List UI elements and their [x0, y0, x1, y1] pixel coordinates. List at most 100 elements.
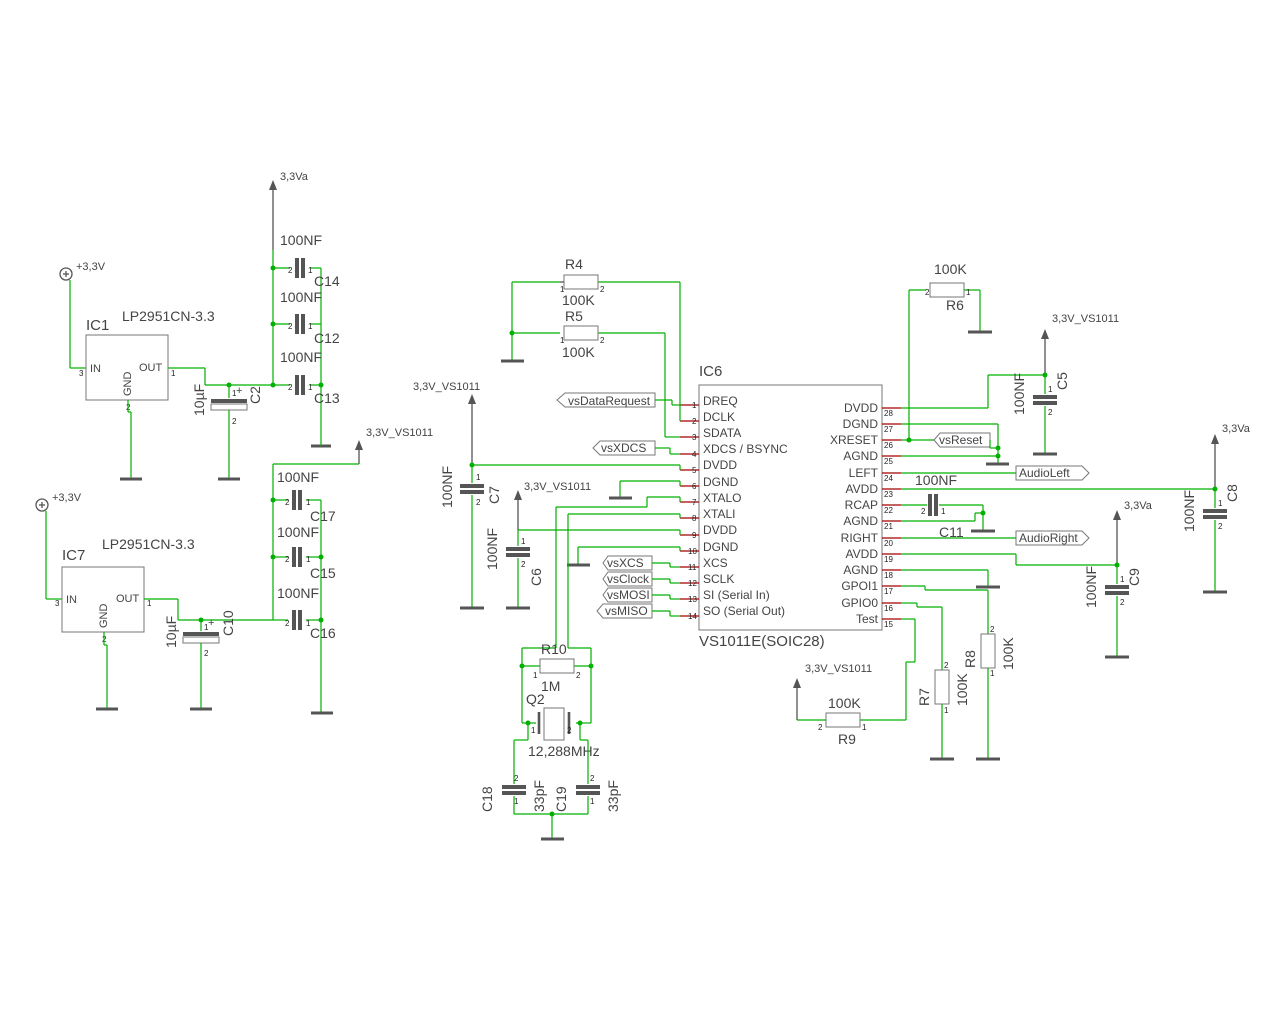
ic7-num-in: 3	[55, 599, 60, 608]
c12-name: C12	[314, 330, 340, 346]
svg-text:1: 1	[306, 555, 311, 564]
c6-name: C6	[528, 568, 544, 586]
ic1-pin-gnd: GND	[122, 372, 134, 397]
c12-value: 100NF	[280, 289, 322, 305]
c2-value: 10µF	[191, 384, 207, 416]
c9-value: 100NF	[1083, 566, 1099, 608]
ic6-pin-num-1: 1	[692, 401, 697, 410]
ic6-pin-num-6: 6	[692, 482, 697, 491]
c19-name: C19	[553, 786, 569, 812]
svg-text:2: 2	[204, 649, 209, 658]
ic1-num-out: 1	[171, 369, 176, 378]
decoupling-c6: 3,3V_VS1011 12 100NF C6	[484, 481, 681, 610]
ic6-pin-label-3: SDATA	[703, 426, 741, 440]
svg-text:2: 2	[288, 322, 293, 331]
ic6-pin-label-16: GPIO0	[841, 596, 878, 610]
r10-value: 1M	[541, 678, 560, 694]
svg-text:1: 1	[514, 797, 519, 806]
ic6-name: IC6	[699, 363, 722, 380]
r5-value: 100K	[562, 344, 595, 360]
c13-name: C13	[314, 390, 340, 406]
ic6-pin-label-13: SI (Serial In)	[703, 588, 770, 602]
c18-value: 33pF	[531, 780, 547, 812]
svg-text:1: 1	[966, 288, 971, 297]
svg-text:2: 2	[1120, 598, 1125, 607]
net-flag-vsclock: vsClock	[602, 571, 680, 587]
supply-label-ic1-in: +3,3V	[76, 261, 106, 273]
r5-name: R5	[565, 308, 583, 324]
net-label-audioright: AudioRight	[1019, 531, 1078, 545]
ic6-pin-num-25: 25	[884, 457, 893, 466]
ic6-pin-label-1: DREQ	[703, 394, 738, 408]
ic6-pin-num-28: 28	[884, 409, 893, 418]
svg-text:2: 2	[476, 498, 481, 507]
ic6-pin-label-23: AVDD	[846, 482, 879, 496]
svg-text:1: 1	[941, 507, 946, 516]
svg-text:2: 2	[288, 266, 293, 275]
ic6-pin-num-14: 14	[688, 612, 697, 621]
c5-value: 100NF	[1011, 373, 1027, 415]
ic6-pin-label-4: XDCS / BSYNC	[703, 442, 788, 456]
svg-text:2: 2	[285, 498, 290, 507]
ic6-pin-num-7: 7	[692, 498, 697, 507]
svg-text:2: 2	[1048, 408, 1053, 417]
ic7-pin-gnd: GND	[98, 604, 110, 629]
c19-value: 33pF	[605, 780, 621, 812]
net-label-vsmosi: vsMOSI	[607, 588, 650, 602]
supply-label-c5: 3,3V_VS1011	[1052, 313, 1119, 325]
svg-text:2: 2	[921, 507, 926, 516]
svg-text:1: 1	[232, 389, 237, 398]
r9-name: R9	[838, 731, 856, 747]
net-flag-vsxdcs: vsXDCS	[592, 440, 680, 456]
svg-text:2: 2	[514, 774, 519, 783]
svg-text:2: 2	[285, 555, 290, 564]
supply-label-c7: 3,3V_VS1011	[413, 381, 480, 393]
net-flag-vsxcs: vsXCS	[602, 555, 680, 571]
svg-text:2: 2	[232, 417, 237, 426]
net-flag-audioleft: AudioLeft	[1015, 465, 1090, 481]
svg-text:+: +	[236, 385, 242, 397]
ic1-num-in: 3	[79, 369, 84, 378]
ic6-pin-num-18: 18	[884, 571, 893, 580]
net-label-vsxdcs: vsXDCS	[601, 441, 646, 455]
svg-text:1: 1	[521, 537, 526, 546]
resistor-r8: 21 R8 100K	[901, 585, 1016, 761]
ic6-pin-label-26: XRESET	[830, 433, 879, 447]
svg-text:2: 2	[818, 723, 823, 732]
svg-text:2: 2	[590, 774, 595, 783]
regulator-ic7: IC7 LP2951CN-3.3 IN OUT GND 3 1 2	[55, 536, 195, 644]
ic6-pin-label-12: SCLK	[703, 572, 734, 586]
c10-value: 10µF	[163, 616, 179, 648]
net-label-vsmiso: vsMISO	[605, 604, 648, 618]
ic6-pin-num-27: 27	[884, 425, 893, 434]
ic7-name: IC7	[62, 547, 85, 564]
ic6-pin-num-16: 16	[884, 604, 893, 613]
svg-text:1: 1	[308, 266, 313, 275]
ic6-pin-label-7: XTALO	[703, 491, 741, 505]
q2-value: 12,288MHz	[528, 743, 600, 759]
ic6-pin-num-5: 5	[692, 466, 697, 475]
svg-text:2: 2	[600, 336, 605, 345]
net-label-audioleft: AudioLeft	[1019, 466, 1070, 480]
svg-text:2: 2	[521, 560, 526, 569]
ic6-pin-num-8: 8	[692, 514, 697, 523]
ic6-pin-label-27: DGND	[843, 417, 879, 431]
regulator-ic1: IC1 LP2951CN-3.3 IN OUT GND 3 1 2	[79, 308, 215, 412]
svg-text:2: 2	[576, 671, 581, 680]
svg-text:1: 1	[1120, 575, 1125, 584]
net-flag-vsmiso: vsMISO	[596, 603, 680, 619]
ic6-pin-label-5: DVDD	[703, 458, 737, 472]
c9-name: C9	[1126, 568, 1142, 586]
r4-value: 100K	[562, 292, 595, 308]
capacitor-c19: 21 C19 33pF	[553, 774, 621, 812]
supply-label-c8: 3,3Va	[1222, 423, 1251, 435]
c8-name: C8	[1224, 484, 1240, 502]
